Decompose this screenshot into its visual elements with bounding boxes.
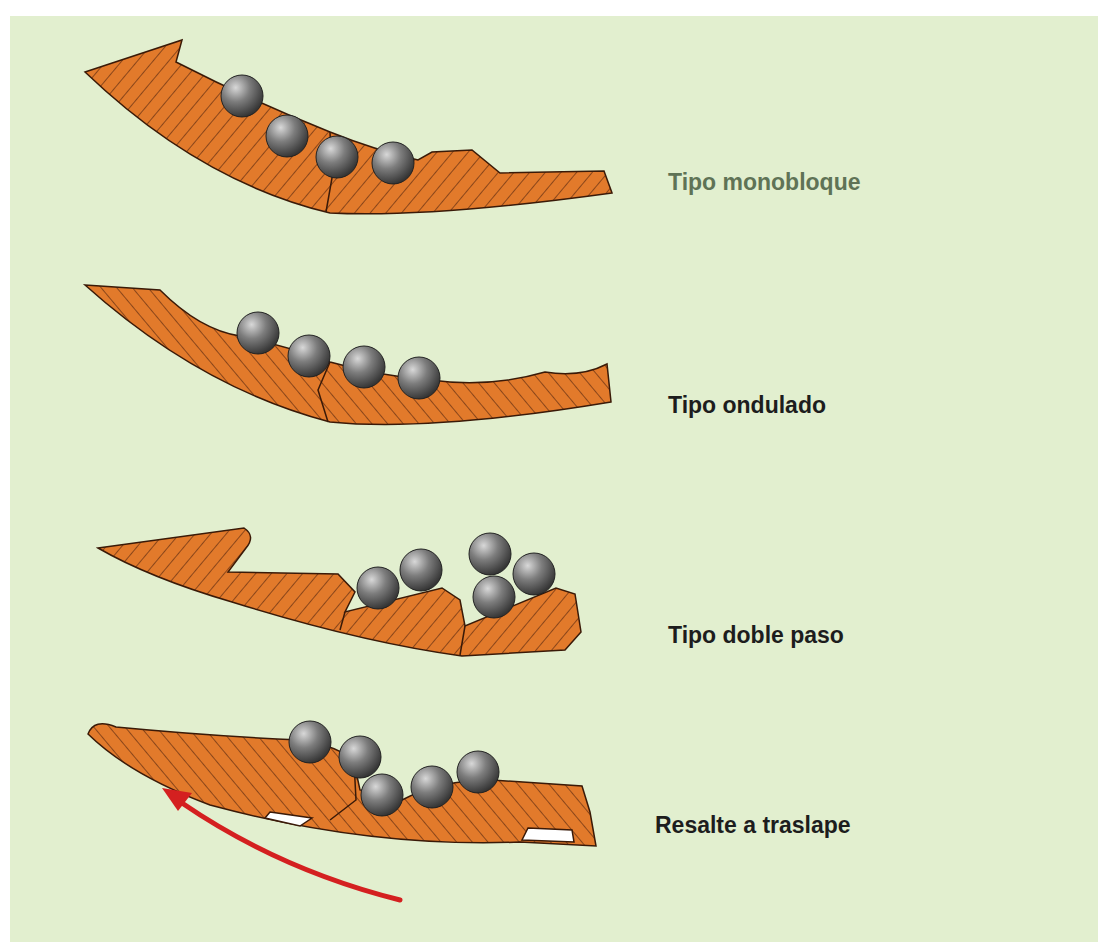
liner-type-label: Tipo ondulado bbox=[668, 392, 826, 419]
liner-type-label: Tipo doble paso bbox=[668, 622, 844, 649]
liner-type-label: Tipo monobloque bbox=[668, 169, 861, 196]
liner-type-label: Resalte a traslape bbox=[655, 812, 851, 839]
grinding-balls bbox=[221, 75, 414, 184]
grinding-balls bbox=[357, 533, 555, 618]
liner-doble-paso bbox=[98, 528, 581, 656]
grinding-balls bbox=[237, 312, 440, 399]
grinding-balls bbox=[289, 721, 499, 816]
rotation-arrow bbox=[162, 788, 400, 900]
liner-traslape bbox=[88, 724, 596, 846]
liner-monobloque bbox=[85, 40, 612, 214]
liner-ondulado bbox=[85, 285, 611, 425]
